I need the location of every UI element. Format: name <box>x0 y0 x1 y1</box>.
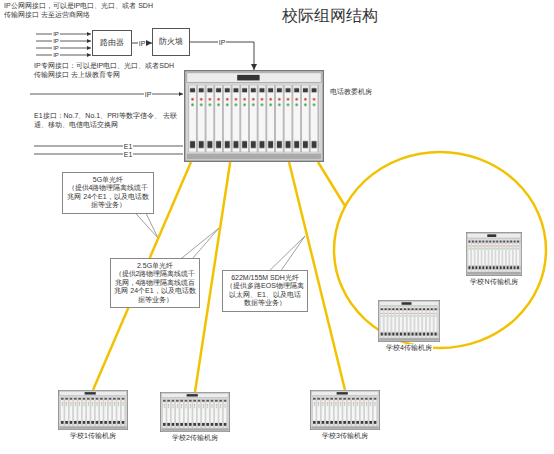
callout-heading: 2.5G单光纤 <box>114 262 196 270</box>
wire-label: IP <box>144 91 153 98</box>
input-wire <box>36 48 91 49</box>
callout-box: 2.5G单光纤（提供2路物理隔离线缆千兆网，4路物理隔离线缆百兆网 24个E1，… <box>110 258 200 308</box>
note-text: IP公网网接口，可以是IP电口、光口、或者 SDH传输网接口 去至运营商网络 <box>4 2 154 20</box>
callout-heading: 5G单光纤 <box>66 176 150 184</box>
wire-label: IP <box>52 31 60 37</box>
node-label: 学校2传输机房 <box>171 434 219 442</box>
edge-label: IP <box>138 40 147 47</box>
input-wire <box>36 41 91 42</box>
rack-illustration <box>378 300 439 341</box>
input-wire <box>36 55 91 56</box>
node-label: 防火墙 <box>159 37 183 47</box>
wire-label: IP <box>52 45 60 51</box>
edge-label: IP <box>218 39 227 46</box>
school-rack: 学校N传输机房 <box>466 232 522 288</box>
node-label: 学校3传输机房 <box>321 432 369 440</box>
node-label: 学校4传输机房 <box>385 344 433 352</box>
callout-body: （提供4路物理隔离线缆千兆网 24个E1，以及电话数据等业务） <box>66 184 150 209</box>
e1-wire <box>34 154 183 155</box>
input-wire <box>36 34 91 35</box>
node-label: 学校1传输机房 <box>69 432 117 440</box>
wire-label: IP <box>52 38 60 44</box>
chassis-illustration <box>185 71 324 162</box>
rack-illustration <box>58 390 127 429</box>
school-rack: 学校3传输机房 <box>310 390 380 442</box>
rack-illustration <box>310 390 379 429</box>
callout-box: 622M/155M SDH光纤（提供多路EOS物理隔离以太网、E1、以及电话数据… <box>222 270 308 312</box>
school-rack: 学校4传输机房 <box>378 300 440 354</box>
connector <box>190 42 254 70</box>
e1-wire <box>34 146 183 147</box>
diagram-title: 校际组网结构 <box>250 6 410 25</box>
callout-body: （提供2路物理隔离线缆千兆网，4路物理隔离线缆百兆网 24个E1，以及电话数据等… <box>114 270 196 304</box>
wire-label: IP <box>52 52 60 58</box>
note-text: IP专网接口：可以是IP电口、光口、或者SDH 传输网接口 去上级教育专网 <box>34 62 174 80</box>
central-chassis: 电话教委机房 <box>184 70 324 162</box>
callout-box: 5G单光纤（提供4路物理隔离线缆千兆网 24个E1，以及电话数据等业务） <box>62 172 154 214</box>
rack-illustration <box>466 232 521 275</box>
rack-illustration <box>160 392 229 431</box>
ring-link <box>318 162 345 206</box>
ip-wire <box>30 94 183 95</box>
fiber-ring <box>334 152 546 348</box>
node-label: 路由器 <box>100 38 124 48</box>
callout-heading: 622M/155M SDH光纤 <box>226 274 304 282</box>
school-rack: 学校2传输机房 <box>160 392 230 444</box>
wire-label: E1 <box>123 143 134 150</box>
wire-label: E1 <box>123 151 134 158</box>
node-label: 学校N传输机房 <box>469 278 518 286</box>
router-box: 路由器 <box>92 30 132 56</box>
firewall-box: 防火墙 <box>152 28 190 56</box>
callout-body: （提供多路EOS物理隔离以太网、E1、以及电话数据等业务） <box>226 282 304 307</box>
note-text: E1接口：No.7、No.1、PRI等数字信令、 去联通、移动、电信电话交换网 <box>34 112 184 130</box>
node-label: 电话教委机房 <box>330 88 372 96</box>
school-rack: 学校1传输机房 <box>58 390 128 442</box>
